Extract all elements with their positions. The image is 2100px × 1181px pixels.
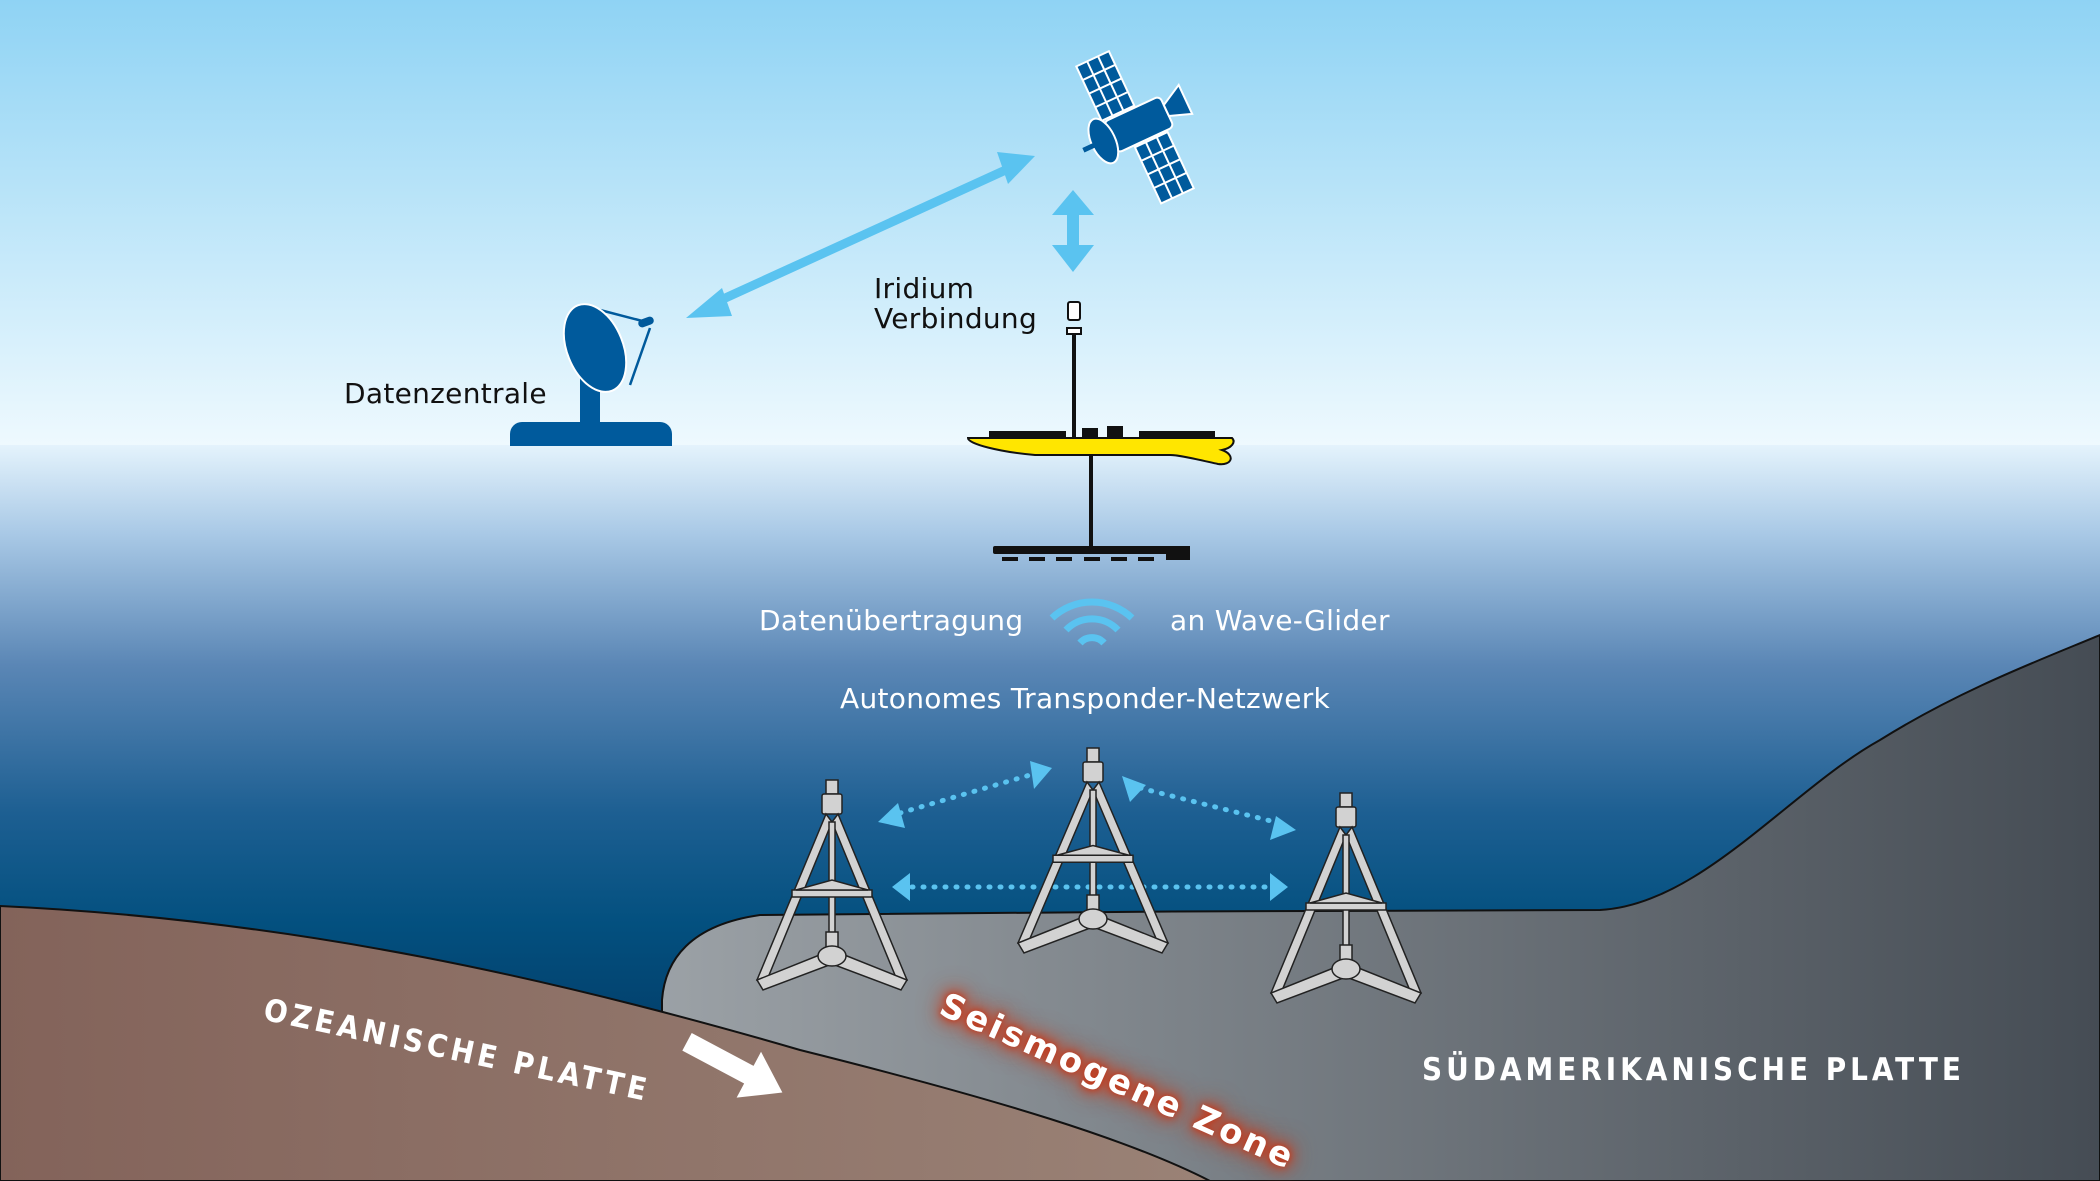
satellite-dish-icon (510, 303, 672, 446)
plate-motion-arrow-icon (682, 1033, 783, 1098)
sky (0, 0, 2100, 445)
label-data-transfer: Datenübertragung (759, 604, 1024, 637)
transponder-network (755, 747, 1423, 1004)
transponder-icon (1269, 792, 1423, 1004)
dotted-arrow-left-center-icon (878, 761, 1052, 828)
bidirectional-arrow-datacenter-satellite-icon (686, 152, 1035, 318)
oceanic-plate (0, 904, 1211, 1181)
label-iridium-line1: Iridium (874, 272, 975, 305)
label-data-center: Datenzentrale (344, 377, 547, 410)
transponder-icon (755, 779, 909, 991)
dotted-arrow-center-right-icon (1122, 776, 1296, 840)
wave-glider-icon (966, 301, 1235, 561)
label-south-american-plate: SÜDAMERIKANISCHE PLATTE (1422, 1052, 1965, 1088)
transponder-icon (1016, 747, 1170, 954)
south-american-plate (661, 633, 2100, 1181)
label-iridium-line2: Verbindung (874, 302, 1038, 335)
bidirectional-arrow-satellite-glider-icon (1052, 190, 1094, 272)
satellite-icon (1074, 49, 1196, 205)
wifi-signal-icon (1049, 598, 1135, 646)
label-transponder-network: Autonomes Transponder-Netzwerk (840, 682, 1331, 715)
label-to-wave-glider: an Wave-Glider (1170, 604, 1390, 637)
